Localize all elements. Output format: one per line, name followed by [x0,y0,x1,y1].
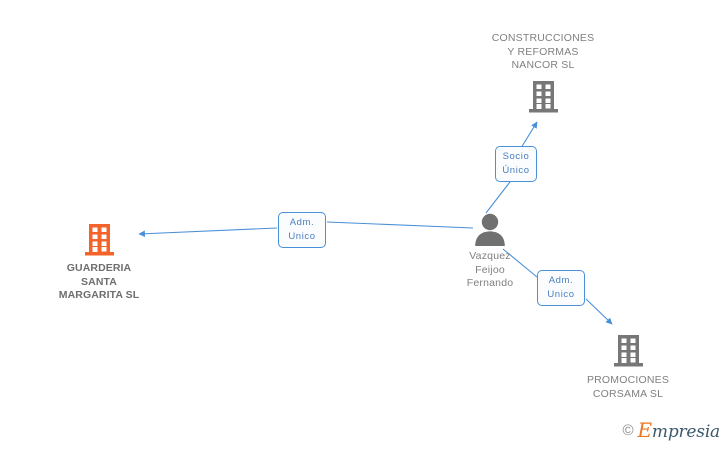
copyright-icon: © [622,422,634,439]
empresia-watermark: © Empresia [622,420,720,441]
node-person-vazquez-feijoo-fernando[interactable]: Vazquez Feijoo Fernando [410,212,570,291]
brand-wordmark: Empresia [638,420,721,441]
node-company-nancor[interactable]: CONSTRUCCIONES Y REFORMAS NANCOR SL [463,32,623,114]
building-icon [528,79,559,114]
building-icon [84,222,115,257]
brand-initial: E [637,418,653,442]
person-icon [472,212,508,246]
node-label-nancor: CONSTRUCCIONES Y REFORMAS NANCOR SL [491,32,595,71]
relation-label-adm-unico-guarderia[interactable]: Adm. Unico [278,212,326,248]
building-icon [613,333,644,368]
relation-label-adm-unico-corsama[interactable]: Adm. Unico [537,270,585,306]
node-label-corsama: PROMOCIONES CORSAMA SL [586,374,670,400]
relation-label-socio-unico[interactable]: Socio Único [495,146,537,182]
node-label-guarderia: GUARDERIA SANTA MARGARITA SL [58,262,140,301]
brand-rest: mpresia [651,422,720,442]
node-company-corsama[interactable]: PROMOCIONES CORSAMA SL [548,333,708,401]
node-company-guarderia[interactable]: GUARDERIA SANTA MARGARITA SL [19,222,179,303]
node-label-person: Vazquez Feijoo Fernando [466,250,514,289]
